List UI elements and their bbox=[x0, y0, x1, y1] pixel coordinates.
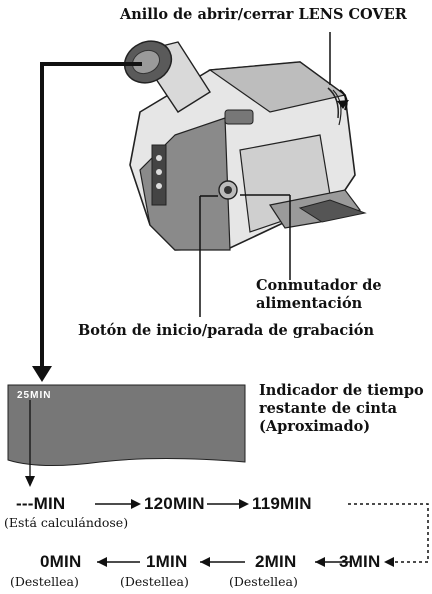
viewfinder bbox=[123, 40, 211, 113]
screen-display-text: 25MIN bbox=[17, 390, 52, 401]
indicator-label-line1: Indicador de tiempo bbox=[259, 382, 424, 399]
seq-2min-note: (Destellea) bbox=[229, 574, 298, 589]
power-switch-label-line2: alimentación bbox=[256, 295, 363, 312]
power-switch-label-line1: Conmutador de bbox=[256, 277, 382, 294]
seq-3min: 3MIN bbox=[339, 552, 381, 571]
indicator-label-line3: (Aproximado) bbox=[259, 418, 371, 435]
indicator-label: Indicador de tiempo restante de cinta (A… bbox=[259, 382, 424, 436]
power-switch-label: Conmutador de alimentación bbox=[256, 277, 382, 313]
seq-119min: 119MIN bbox=[252, 494, 312, 513]
camcorder-body bbox=[129, 61, 367, 251]
seq-1min-note: (Destellea) bbox=[120, 574, 189, 589]
rec-button-label: Botón de inicio/parada de grabación bbox=[78, 322, 374, 339]
seq-0min-note: (Destellea) bbox=[10, 574, 79, 589]
seq-2min: 2MIN bbox=[255, 552, 297, 571]
lens-cover-label: Anillo de abrir/cerrar LENS COVER bbox=[120, 6, 407, 23]
indicator-label-line2: restante de cinta bbox=[259, 400, 398, 417]
seq-1min: 1MIN bbox=[146, 552, 188, 571]
record-button bbox=[218, 180, 238, 200]
seq-0min: 0MIN bbox=[40, 552, 82, 571]
seq-calculating: ---MIN bbox=[16, 494, 66, 513]
seq-120min: 120MIN bbox=[144, 494, 205, 513]
seq-calculating-note: (Está calculándose) bbox=[4, 515, 129, 530]
